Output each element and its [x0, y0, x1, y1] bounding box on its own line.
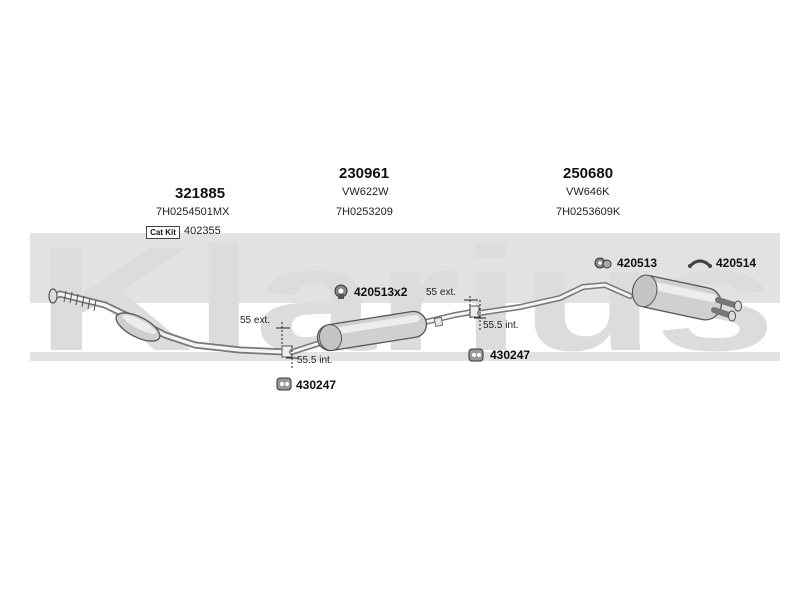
cat-kit-badge: Cat Kit [146, 226, 180, 239]
joint-markers [276, 296, 486, 368]
mount-left-icon [276, 377, 292, 391]
part-number-middle: 230961 [339, 165, 390, 182]
oe-code-rear: 7H0253609K [556, 206, 621, 218]
joint2-ext-label: 55 ext. [426, 287, 457, 298]
ref-code-middle: VW622W [342, 186, 389, 198]
watermark-underline [30, 352, 780, 361]
mount-left-label: 430247 [296, 378, 337, 392]
cat-kit-number: 402355 [184, 225, 221, 237]
front-pipe-with-catalyst [48, 288, 293, 358]
watermark: Klarius [30, 217, 780, 382]
rubber-rear-icon [594, 257, 612, 269]
part-number-rear: 250680 [563, 165, 614, 182]
middle-silencer-section [289, 305, 480, 355]
joint1-int-label: 55.5 int. [297, 355, 333, 366]
mount-mid-icon [468, 348, 484, 362]
hanger-rear-label: 420514 [716, 256, 757, 270]
oe-code-middle: 7H0253209 [336, 206, 393, 218]
clamp-label: 420513x2 [354, 285, 408, 299]
clamp-icon [334, 284, 348, 299]
part-number-front: 321885 [175, 185, 226, 202]
joint2-int-label: 55.5 int. [483, 320, 519, 331]
rear-silencer-section [477, 274, 742, 322]
rubber-rear-label: 420513 [617, 256, 658, 270]
ref-code-rear: VW646K [566, 186, 610, 198]
hanger-rear-icon [688, 259, 712, 268]
joint1-ext-label: 55 ext. [240, 315, 271, 326]
oe-code-front: 7H0254501MX [156, 206, 230, 218]
mount-mid-label: 430247 [490, 348, 531, 362]
